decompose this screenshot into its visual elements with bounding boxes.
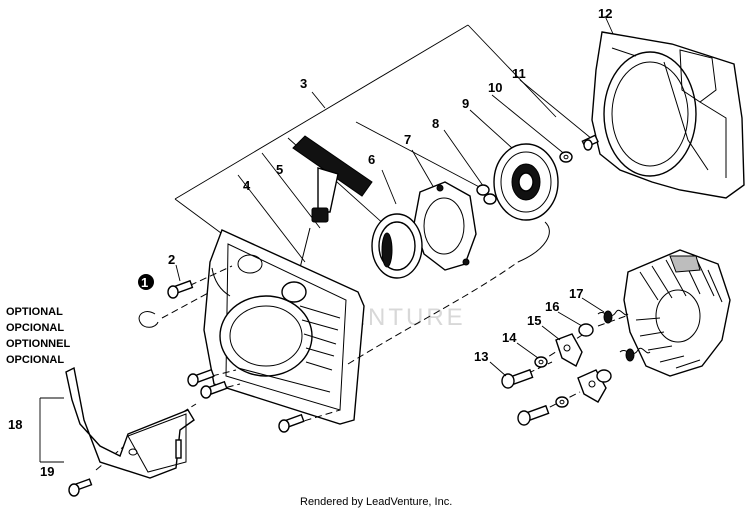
leader-lines [175,15,615,282]
callout-13: 13 [474,349,488,364]
bolt-part-13 [501,368,550,426]
callout-15: 15 [527,313,541,328]
bracket-18 [39,397,64,463]
optional-label-es: OPCIONAL [6,322,64,334]
cover-screws [187,368,305,433]
optional-label-en: OPTIONAL [6,306,63,318]
fan-shroud-part [591,31,745,199]
callout-10: 10 [488,80,502,95]
optional-labels: OPTIONAL OPCIONAL OPTIONNEL OPCIONAL [6,306,70,366]
spring-part-17 [597,309,651,362]
sleeve-part-16 [578,323,612,383]
pawl-part-8 [476,184,497,205]
leader-lines-lower [489,297,605,377]
callout-1: 1 [141,275,148,290]
callout-2: 2 [168,252,175,267]
callout-19: 19 [40,464,54,479]
starter-grip-part-5 [292,135,373,269]
washer-part-14 [534,356,569,408]
callout-11: 11 [512,66,526,81]
callout-labels: 1 2 3 4 5 6 7 8 9 10 11 12 13 14 15 16 1… [8,6,612,479]
pawl-part-15 [555,333,607,403]
washer-part-10 [559,151,573,163]
callout-7: 7 [404,132,411,147]
footer-credit: Rendered by LeadVenture, Inc. [300,496,452,508]
callout-12: 12 [598,6,612,21]
bracket-3 [174,24,557,237]
clip-part-1 [138,274,159,328]
flywheel-part [623,249,731,377]
callout-5: 5 [276,162,283,177]
callout-6: 6 [368,152,375,167]
callout-8: 8 [432,116,439,131]
callout-17: 17 [569,286,583,301]
bolt-part-2 [167,279,194,299]
starter-cover-part-4 [203,229,365,425]
callout-4: 4 [243,178,251,193]
callout-3: 3 [300,76,307,91]
callout-14: 14 [502,330,517,345]
screw-part-11 [581,134,599,151]
callout-18: 18 [8,417,22,432]
screw-part-19 [68,478,93,497]
callout-9: 9 [462,96,469,111]
callout-16: 16 [545,299,559,314]
optional-label-fr: OPTIONNEL [6,338,70,350]
optional-cover-part-18 [65,366,195,479]
rewind-spring-part-6 [371,213,423,279]
optional-label-pt: OPCIONAL [6,354,64,366]
spring-housing-part-7 [413,181,477,271]
rope-pulley-part-9 [493,143,559,221]
